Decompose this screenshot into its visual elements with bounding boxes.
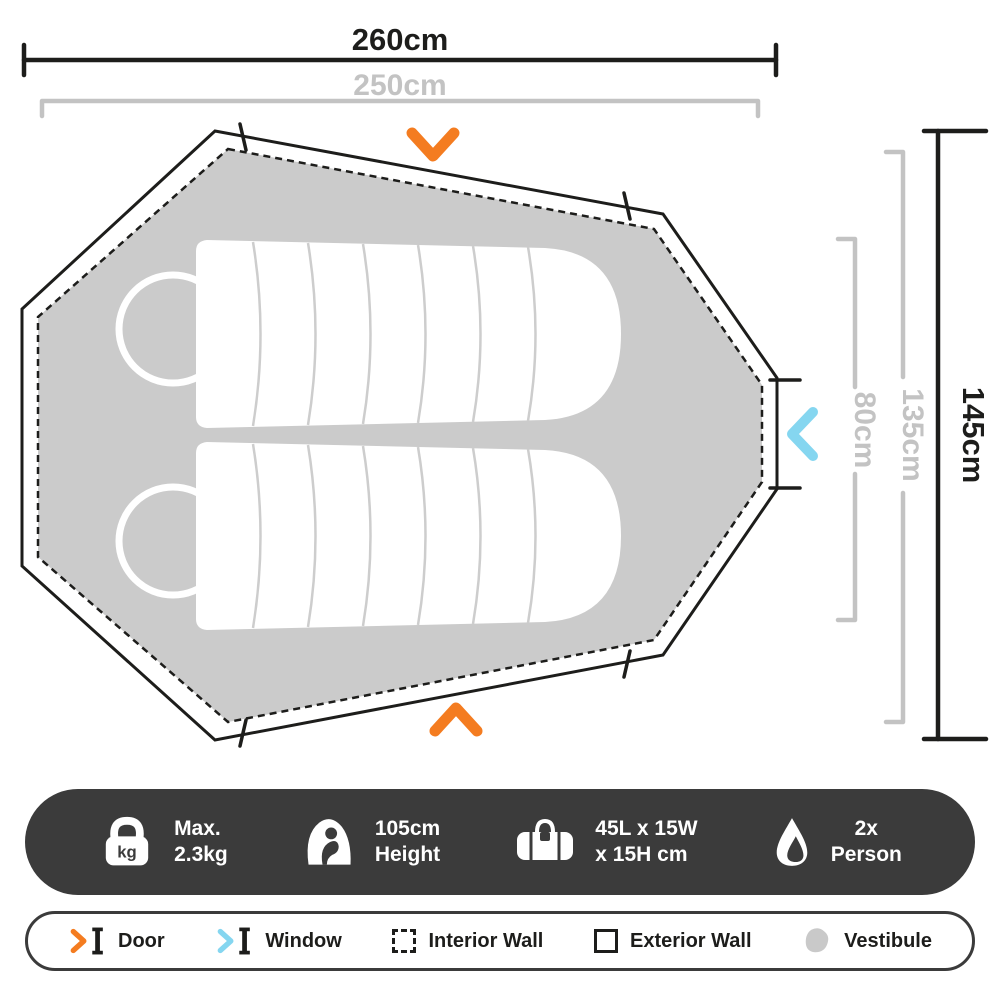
window-marker bbox=[787, 407, 818, 461]
label-width-inner: 250cm bbox=[353, 69, 446, 102]
door-marker-bottom bbox=[429, 702, 483, 737]
spec-weight-line2: 2.3kg bbox=[174, 843, 228, 866]
legend-door: Door bbox=[68, 925, 165, 957]
dimension-bracket bbox=[835, 471, 858, 623]
stake-tick bbox=[622, 191, 632, 221]
spec-packed-size: 45L x 15W x 15H cm bbox=[513, 816, 698, 869]
spec-height-line1: 105cm bbox=[374, 816, 441, 840]
dimension-height-outer bbox=[921, 128, 989, 742]
stake-tick bbox=[238, 122, 248, 152]
dimension-height-mid bbox=[883, 149, 906, 725]
sleeping-bag-body bbox=[196, 442, 621, 630]
legend-vestibule-label: Vestibule bbox=[844, 929, 932, 952]
dimension-bracket bbox=[39, 98, 761, 119]
sleeping-bag-body bbox=[196, 240, 621, 428]
door-icon bbox=[70, 927, 103, 955]
spec-capacity-line2: Person bbox=[830, 843, 902, 866]
sleeping-bag-top bbox=[115, 240, 621, 428]
stake-ticks bbox=[238, 122, 802, 748]
dimension-bracket bbox=[883, 490, 906, 725]
weight-icon: kg bbox=[105, 816, 149, 866]
legend-interior-wall-label: Interior Wall bbox=[428, 929, 544, 952]
stake-tick bbox=[238, 718, 248, 748]
duffel-bag-icon bbox=[517, 818, 574, 860]
interior-wall bbox=[36, 147, 764, 724]
sleeping-bag-baffles bbox=[251, 443, 537, 629]
droplet-icon bbox=[776, 818, 807, 866]
interior-wall-icon bbox=[392, 929, 417, 953]
label-height-outer: 145cm bbox=[956, 387, 991, 484]
dimension-height-inner bbox=[835, 236, 858, 623]
vestibule-icon bbox=[805, 928, 829, 953]
legend-window-label: Window bbox=[265, 929, 342, 952]
spec-packed-line2: x 15H cm bbox=[595, 843, 688, 866]
spec-packed-line1: 45L x 15W bbox=[595, 816, 698, 840]
spec-weight: kg Max. 2.3kg bbox=[98, 813, 228, 871]
sleeping-bag-baffles bbox=[251, 241, 537, 427]
window-icon bbox=[217, 927, 251, 955]
legend-window: Window bbox=[215, 925, 342, 957]
legend-exterior-wall-label: Exterior Wall bbox=[629, 929, 752, 952]
spec-height-line2: Height bbox=[374, 843, 441, 866]
legend-interior-wall: Interior Wall bbox=[392, 929, 543, 953]
spec-capacity: 2x Person bbox=[771, 814, 902, 870]
legend-door-label: Door bbox=[118, 929, 165, 952]
label-height-inner: 80cm bbox=[848, 392, 881, 469]
weight-icon-label: kg bbox=[117, 843, 137, 862]
legend-bar: Door Window Interior Wall Exterior Wall … bbox=[25, 911, 975, 971]
legend-vestibule: Vestibule bbox=[802, 926, 932, 956]
person-height-icon bbox=[307, 819, 351, 865]
spec-bar: kg Max. 2.3kg 105cm Height bbox=[25, 789, 975, 895]
legend-exterior-wall: Exterior Wall bbox=[593, 929, 752, 953]
floorplan-diagram: 260cm 250cm 145cm 135cm 80cm bbox=[20, 22, 991, 748]
dimension-width-outer bbox=[21, 42, 779, 78]
dimension-bracket bbox=[835, 236, 858, 390]
label-height-mid: 135cm bbox=[896, 388, 929, 481]
spec-capacity-line1: 2x bbox=[854, 816, 878, 840]
label-width-outer: 260cm bbox=[352, 22, 449, 57]
spec-peak-height: 105cm Height bbox=[301, 814, 440, 870]
dimension-bracket bbox=[883, 149, 906, 380]
spec-weight-line1: Max. bbox=[174, 816, 221, 840]
exterior-wall-icon bbox=[593, 929, 618, 953]
sleeping-bag-bottom bbox=[115, 442, 621, 630]
door-marker-top bbox=[406, 127, 460, 162]
stake-tick bbox=[622, 649, 632, 679]
dimension-width-inner bbox=[39, 98, 761, 119]
